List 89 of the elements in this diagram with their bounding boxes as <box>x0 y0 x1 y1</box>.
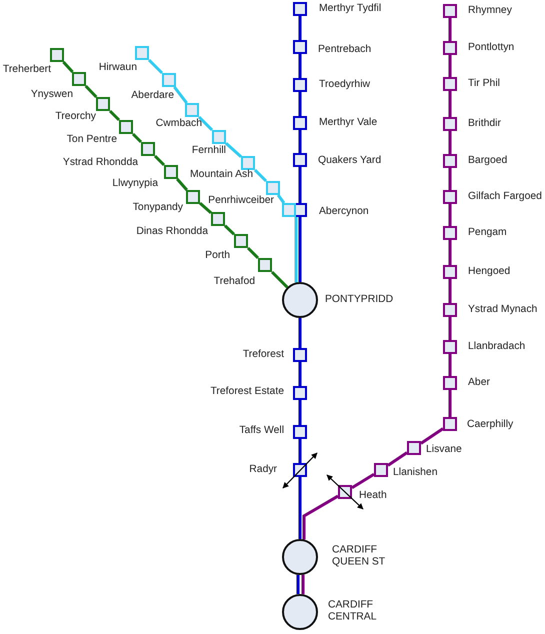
station-name: Hirwaun <box>98 62 137 74</box>
rail-line <box>198 116 214 132</box>
station-name: Quakers Yard <box>318 154 382 168</box>
station-name: Treforest <box>242 348 284 362</box>
station-name: Treorchy <box>55 110 96 124</box>
rail-line <box>420 427 444 445</box>
rail-line <box>296 574 300 594</box>
station-name: Troedyrhiw <box>319 78 370 92</box>
rail-line <box>298 400 302 425</box>
station-name: Lisvane <box>426 444 462 456</box>
rail-line <box>448 55 452 77</box>
station-name: Tonypandy <box>132 202 183 214</box>
rail-line <box>298 217 302 282</box>
station-name: Caerphilly <box>467 418 514 432</box>
rail-line <box>148 58 164 74</box>
station-name: Penrhiwceiber <box>208 194 274 208</box>
station-name: Trehafod <box>214 276 255 288</box>
station-name: Llwynypia <box>112 178 158 190</box>
station-name: Tir Phil <box>468 78 500 90</box>
rail-line <box>448 317 452 340</box>
rail-line <box>448 354 452 376</box>
station-name: Merthyr Vale <box>319 116 378 130</box>
rail-line <box>62 60 74 74</box>
rail-line <box>387 451 408 467</box>
rail-line <box>298 439 302 463</box>
rail-line <box>154 154 166 166</box>
station-name: Ystrad Rhondda <box>62 156 138 170</box>
station-name: Aberdare <box>131 90 174 102</box>
station-name: Bargoed <box>468 154 508 168</box>
rail-line <box>294 217 298 282</box>
rail-line <box>132 132 142 144</box>
rail-line <box>176 178 188 191</box>
station-name: Cwmbach <box>156 118 202 130</box>
rail-line <box>270 270 288 288</box>
station-name: Aber <box>468 376 490 390</box>
station-name: Pontlottyn <box>468 42 514 54</box>
station-name: Rhymney <box>468 4 512 18</box>
rail-line <box>302 574 304 594</box>
rail-line <box>448 240 452 265</box>
rail-line <box>298 92 302 116</box>
station-name: Mountain Ash <box>190 168 253 182</box>
rail-line <box>448 131 452 154</box>
rail-line <box>298 167 302 203</box>
station-name: CARDIFF CENTRAL <box>328 600 378 624</box>
station-name: Hengoed <box>468 266 510 278</box>
rail-line <box>448 204 452 226</box>
rail-line <box>246 246 260 260</box>
station-name: Merthyr Tydfil <box>319 2 382 16</box>
rail-line <box>298 477 302 539</box>
rail-line <box>448 168 452 190</box>
rail-line <box>298 16 302 40</box>
rail-line <box>108 110 120 122</box>
station-name: Llanishen <box>393 466 438 480</box>
station-name: Pengam <box>468 226 507 240</box>
rail-line <box>448 390 452 417</box>
station-name: Heath <box>359 490 387 502</box>
rail-line <box>224 224 236 236</box>
station-name: Gilfach Fargoed <box>468 190 542 204</box>
station-name: Taffs Well <box>239 424 284 438</box>
rail-line <box>298 362 302 386</box>
rail-line <box>298 54 302 78</box>
rail-line <box>298 130 302 153</box>
station-name: Pentrebach <box>318 44 372 56</box>
rail-line <box>254 168 268 182</box>
rail-line <box>225 142 242 158</box>
rail-line <box>448 279 452 303</box>
station-name: Abercynon <box>319 206 369 218</box>
station-name: Ystrad Mynach <box>468 304 538 316</box>
station-name: Treherbert <box>2 64 51 76</box>
station-name: Ton Pentre <box>66 134 117 146</box>
rail-line <box>302 494 339 540</box>
station-name: PONTYPRIDD <box>325 294 394 306</box>
rail-line <box>84 84 98 98</box>
rail-line <box>173 86 188 104</box>
station-name: Dinas Rhondda <box>136 226 208 238</box>
station-name: Ynyswen <box>30 88 73 102</box>
station-name: Brithdir <box>468 118 501 130</box>
station-name: CARDIFF QUEEN ST <box>332 544 386 570</box>
station-name: Fernhill <box>192 144 226 158</box>
rail-line <box>448 91 452 117</box>
station-name: Treforest Estate <box>210 386 284 398</box>
station-name: Radyr <box>249 464 277 476</box>
station-name: Porth <box>205 250 230 262</box>
station-name: Llanbradach <box>468 340 526 354</box>
rail-line <box>448 18 452 41</box>
rail-line <box>298 318 302 348</box>
rail-line <box>199 202 212 214</box>
rail-line <box>276 194 286 204</box>
rail-line <box>351 473 375 489</box>
